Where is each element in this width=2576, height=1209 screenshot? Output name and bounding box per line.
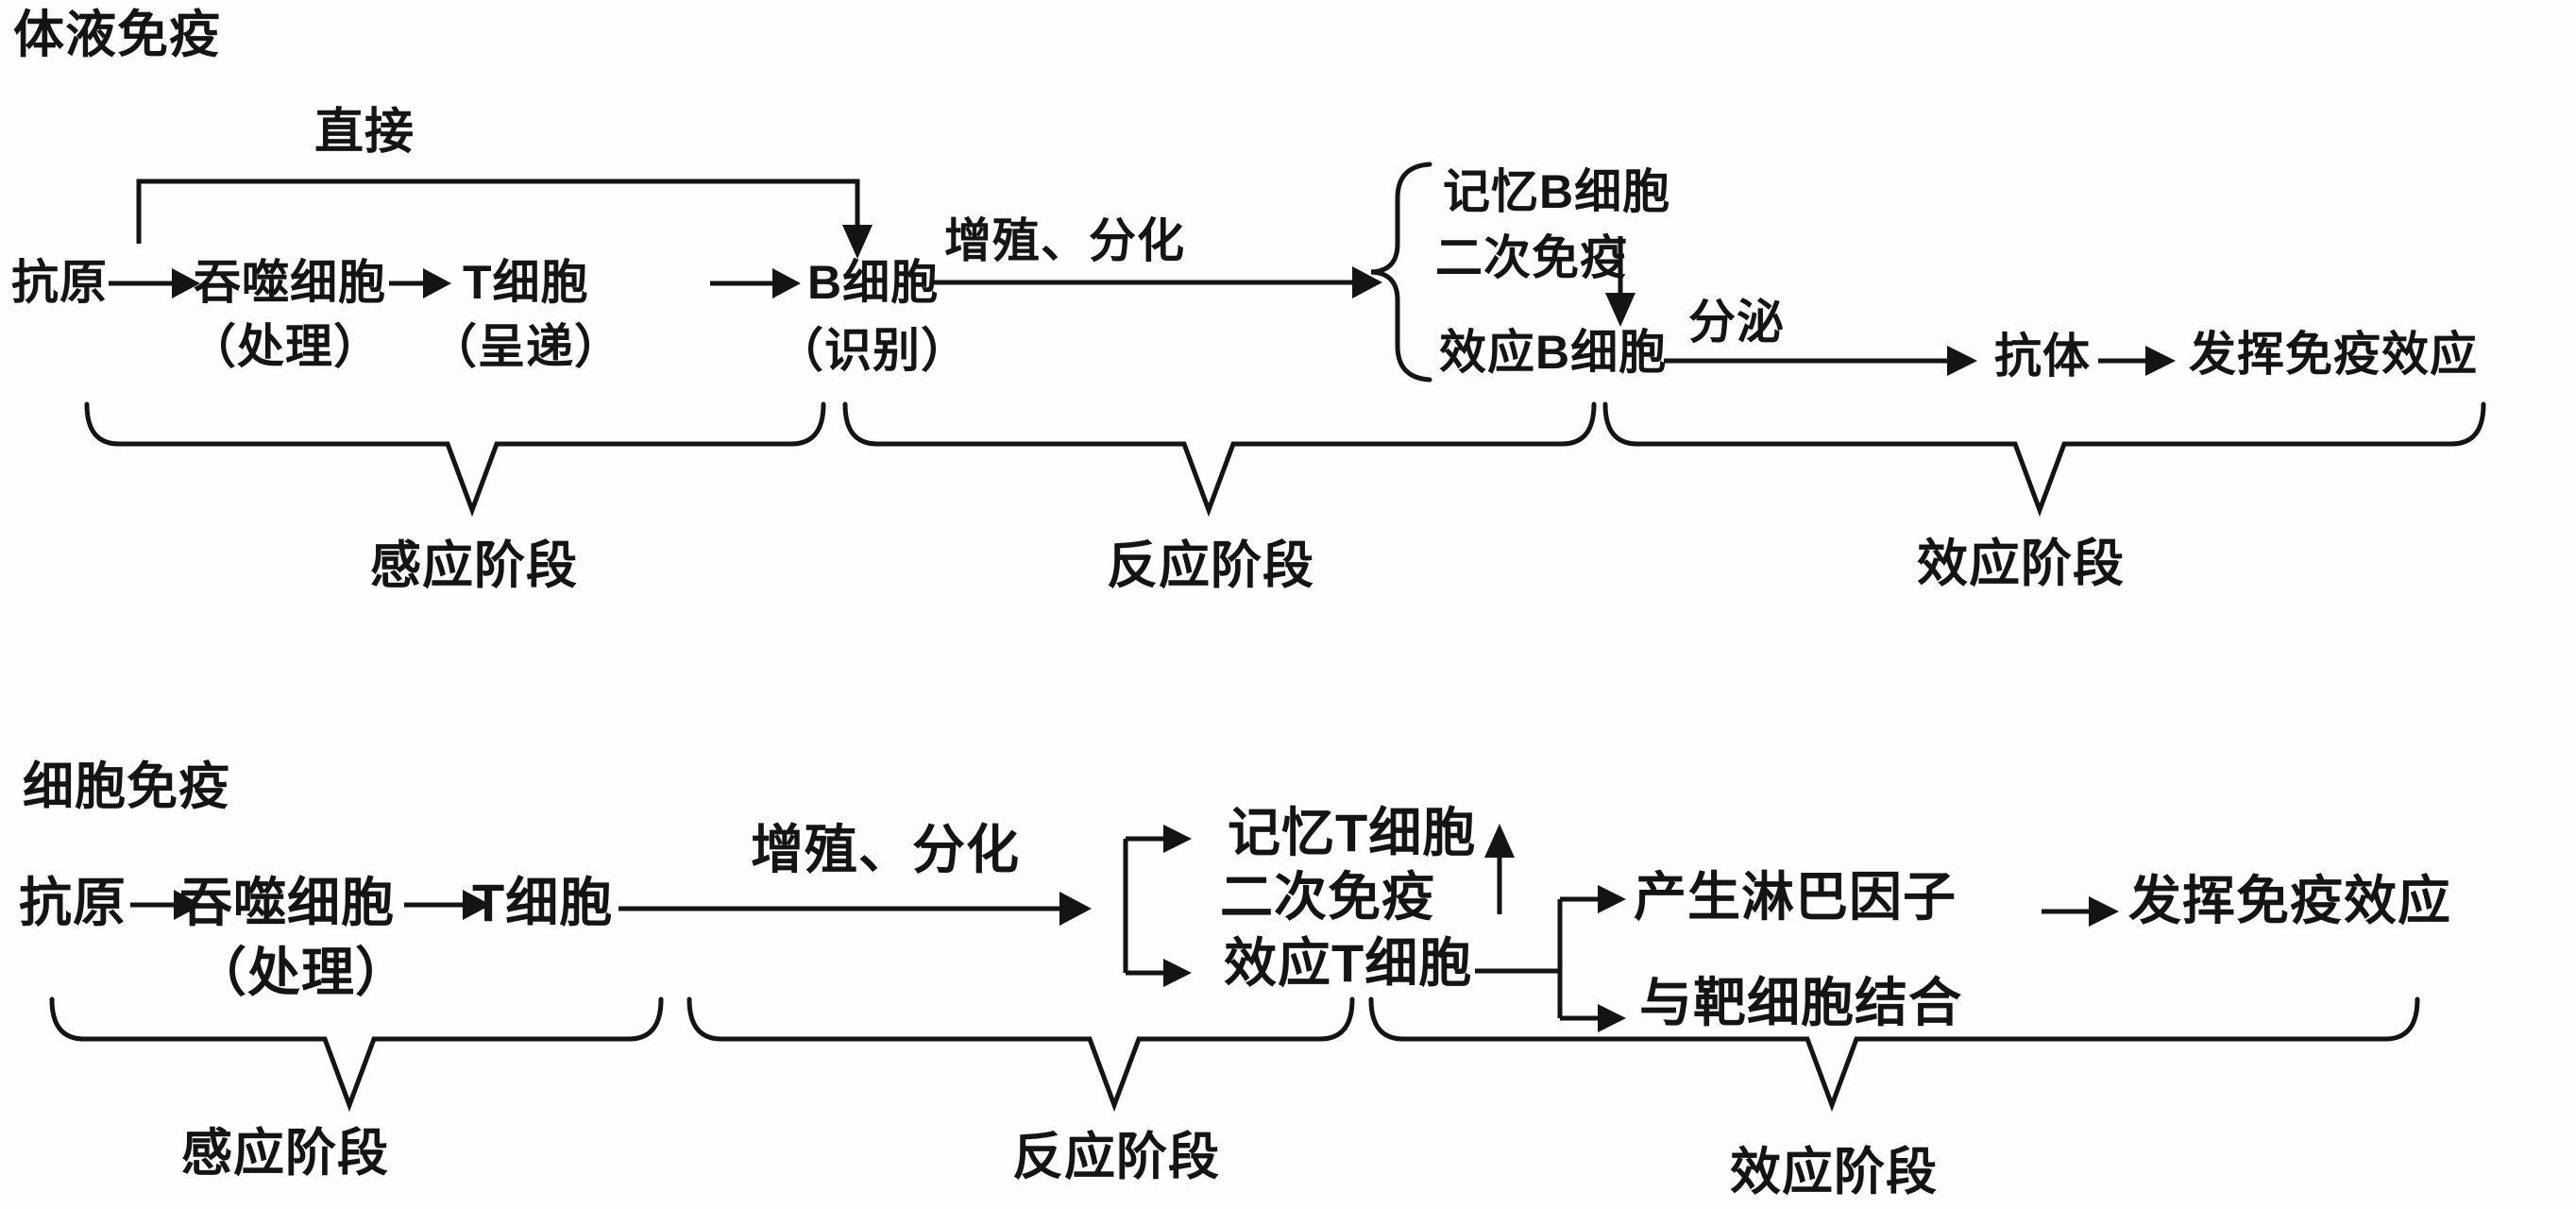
- arrow-antigen-phagocyte-2: [130, 890, 202, 920]
- direct-bypass-arrow: [136, 179, 873, 259]
- bind-target-node: 与靶细胞结合: [1639, 973, 1962, 1032]
- secrete-label: 分泌: [1688, 296, 1785, 349]
- effect-node-2: 发挥免疫效应: [2128, 871, 2451, 930]
- stage-brace-humoral-1: [84, 401, 826, 518]
- effect-node-1: 发挥免疫效应: [2189, 328, 2478, 381]
- memory-b-node: 记忆B细胞: [1443, 165, 1671, 218]
- proliferate-label-2: 增殖、分化: [751, 820, 1020, 879]
- memory-t-node: 记忆T细胞: [1228, 803, 1477, 862]
- secondary-label-2: 二次免疫: [1220, 867, 1435, 927]
- stage-brace-cellular-1: [49, 996, 664, 1113]
- effector-t-node: 效应T细胞: [1224, 933, 1473, 993]
- antigen-node-2: 抗原: [19, 873, 127, 932]
- phagocyte-node-1: 吞噬细胞: [194, 256, 386, 309]
- secondary-label-1: 二次免疫: [1435, 231, 1628, 284]
- arrow-secondary-down-icon: [1605, 236, 1635, 327]
- phagocyte-note-1: （处理）: [189, 320, 381, 373]
- stage-brace-cellular-3: [1368, 996, 2420, 1113]
- lymphokine-node: 产生淋巴因子: [1634, 867, 1957, 927]
- branch-bracket-effector-t: [1475, 885, 1626, 1032]
- tcell-node-2: T细胞: [472, 873, 614, 932]
- tcell-note-1: （呈递）: [430, 320, 622, 373]
- arrow-secondary-up-icon: [1484, 824, 1515, 914]
- stage-label-sensing-2: 感应阶段: [181, 1125, 389, 1182]
- stage-brace-humoral-3: [1602, 401, 2486, 518]
- arrow-antibody-effect-1: [2098, 346, 2176, 376]
- cellular-title: 细胞免疫: [23, 758, 230, 815]
- stage-label-sensing-1: 感应阶段: [370, 537, 578, 594]
- proliferate-label-1: 增殖、分化: [944, 214, 1185, 267]
- bcell-note-1: （识别）: [776, 324, 969, 377]
- branch-bracket-tcell-products: [1123, 825, 1192, 987]
- stage-label-reaction-2: 反应阶段: [1012, 1129, 1220, 1185]
- arrow-proliferate-1: [933, 266, 1382, 298]
- bcell-node-1: B细胞: [807, 256, 940, 309]
- stage-brace-humoral-2: [842, 401, 1597, 518]
- stage-brace-cellular-2: [686, 996, 1355, 1113]
- phagocyte-node-2: 吞噬细胞: [179, 873, 395, 932]
- arrow-proliferate-2: [619, 892, 1092, 926]
- arrow-secrete-1: [1664, 346, 1977, 376]
- arrow-phagocyte-tcell-2: [404, 890, 491, 920]
- phagocyte-note-2: （处理）: [194, 943, 409, 1002]
- arrow-antigen-phagocyte-1: [109, 268, 200, 298]
- antigen-node-1: 抗原: [11, 256, 108, 309]
- brace-bcell-products: [1370, 162, 1432, 383]
- tcell-node-1: T细胞: [463, 256, 589, 309]
- arrow-lymphokine-effect-2: [2042, 896, 2119, 927]
- stage-label-effect-1: 效应阶段: [1917, 536, 2125, 592]
- stage-label-reaction-1: 反应阶段: [1107, 537, 1314, 594]
- antibody-node: 抗体: [1994, 330, 2091, 383]
- effector-b-node: 效应B细胞: [1439, 326, 1668, 379]
- direct-label: 直接: [314, 105, 415, 160]
- stage-label-effect-2: 效应阶段: [1730, 1144, 1938, 1200]
- humoral-title: 体液免疫: [13, 7, 221, 63]
- arrow-phagocyte-tcell-1: [389, 268, 451, 298]
- arrow-tcell-bcell-1: [710, 268, 801, 298]
